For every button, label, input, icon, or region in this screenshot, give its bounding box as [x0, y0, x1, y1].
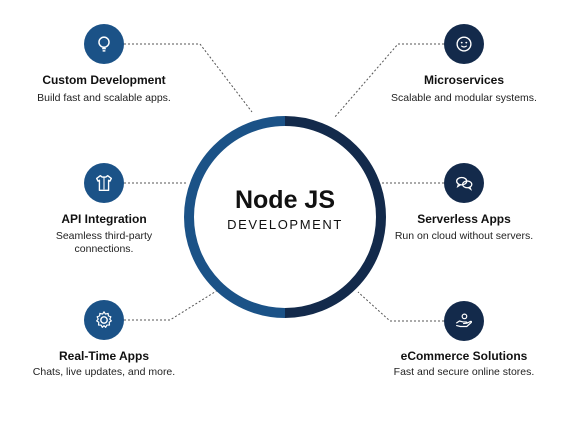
api-integration-title: API Integration [61, 212, 147, 226]
center-subtitle: DEVELOPMENT [227, 217, 343, 232]
center-ring-right-half [284, 116, 386, 318]
hand-coin-icon [456, 313, 473, 328]
serverless-apps-badge [444, 163, 484, 203]
real-time-apps-title: Real-Time Apps [58, 349, 150, 363]
chat-bubbles-icon [456, 176, 473, 191]
custom-development-title: Custom Development [42, 73, 166, 87]
center-title: Node JS [234, 186, 336, 214]
ecommerce-solutions-desc: Fast and secure online stores. [393, 366, 535, 378]
connector-microservices [333, 43, 444, 119]
ecommerce-solutions-badge [444, 301, 484, 341]
custom-development-desc: Build fast and scalable apps. [37, 92, 171, 104]
microservices-desc: Scalable and modular systems. [391, 92, 537, 104]
connector-real-time-apps [124, 289, 219, 321]
gear-icon [96, 311, 112, 328]
real-time-apps-desc: Chats, live updates, and more. [32, 366, 176, 378]
api-integration-desc-line1: Seamless third-party [55, 230, 153, 242]
smiley-icon [456, 36, 472, 52]
real-time-apps-badge [84, 300, 124, 340]
serverless-apps-title: Serverless Apps [417, 212, 511, 226]
custom-development-badge [84, 24, 124, 64]
center-ring-left-half [184, 116, 286, 318]
api-integration-desc-line2: connections. [74, 243, 134, 255]
serverless-apps-desc: Run on cloud without servers. [394, 230, 534, 242]
ecommerce-solutions-title: eCommerce Solutions [400, 349, 528, 363]
shirt-icon [95, 174, 113, 192]
microservices-title: Microservices [423, 73, 505, 87]
api-integration-badge [84, 163, 124, 203]
center-label: Node JS DEVELOPMENT [185, 185, 385, 232]
lightbulb-icon [98, 36, 110, 52]
microservices-badge [444, 24, 484, 64]
connector-custom-development [124, 43, 253, 113]
connector-ecommerce [357, 291, 444, 322]
